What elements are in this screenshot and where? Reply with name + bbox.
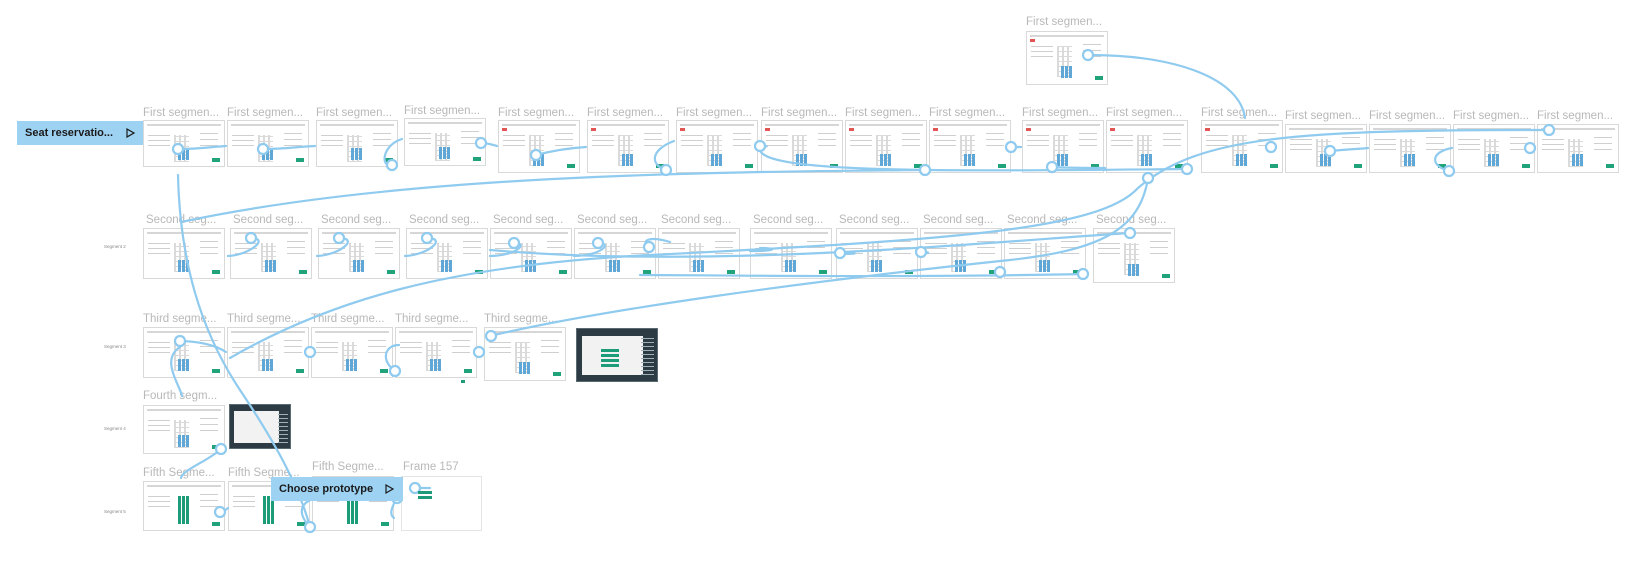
play-icon (385, 483, 395, 495)
frame-thumbnail[interactable] (1004, 228, 1086, 279)
frame-thumbnail[interactable] (316, 120, 398, 167)
frame-thumbnail[interactable] (1026, 31, 1108, 85)
frame-thumbnail[interactable] (498, 120, 580, 173)
frame-thumbnail[interactable] (574, 228, 656, 279)
flow-start-label: Choose prototype (279, 483, 374, 495)
row-label: Segment 5 (104, 509, 126, 514)
row-label: Segment 2 (104, 244, 126, 249)
teal-marker (418, 496, 432, 499)
frame-thumbnail[interactable] (229, 404, 291, 449)
frame-thumbnail[interactable] (929, 120, 1011, 173)
frame-thumbnail[interactable] (143, 405, 225, 454)
flow-start-seat-reservation[interactable]: Seat reservatio... (17, 121, 144, 145)
frame-thumbnail[interactable] (227, 120, 309, 167)
teal-marker (418, 491, 432, 494)
frame-thumbnail[interactable] (311, 327, 393, 378)
frame-thumbnail[interactable] (1022, 120, 1104, 173)
teal-marker (461, 380, 465, 383)
frame-thumbnail[interactable] (1453, 124, 1535, 173)
frame-thumbnail[interactable] (845, 120, 927, 173)
flow-start-choose-prototype[interactable]: Choose prototype (271, 477, 403, 501)
frame-thumbnail[interactable] (143, 481, 225, 531)
play-icon (126, 127, 136, 139)
connector-hotspots (171, 48, 1556, 534)
row-label: Segment 3 (104, 344, 126, 349)
frame-thumbnail[interactable] (143, 120, 225, 167)
frame-thumbnail[interactable] (587, 120, 669, 173)
frame-thumbnail[interactable] (676, 120, 758, 173)
flow-start-label: Seat reservatio... (25, 127, 114, 139)
frame-thumbnail[interactable] (227, 327, 309, 378)
frame-thumbnail[interactable] (228, 481, 310, 531)
frame-thumbnail[interactable] (576, 328, 658, 382)
frame-thumbnail[interactable] (404, 118, 486, 166)
row-label: Segment 4 (104, 426, 126, 431)
connector-lines (170, 53, 1551, 529)
frame-thumbnail[interactable] (395, 327, 477, 378)
